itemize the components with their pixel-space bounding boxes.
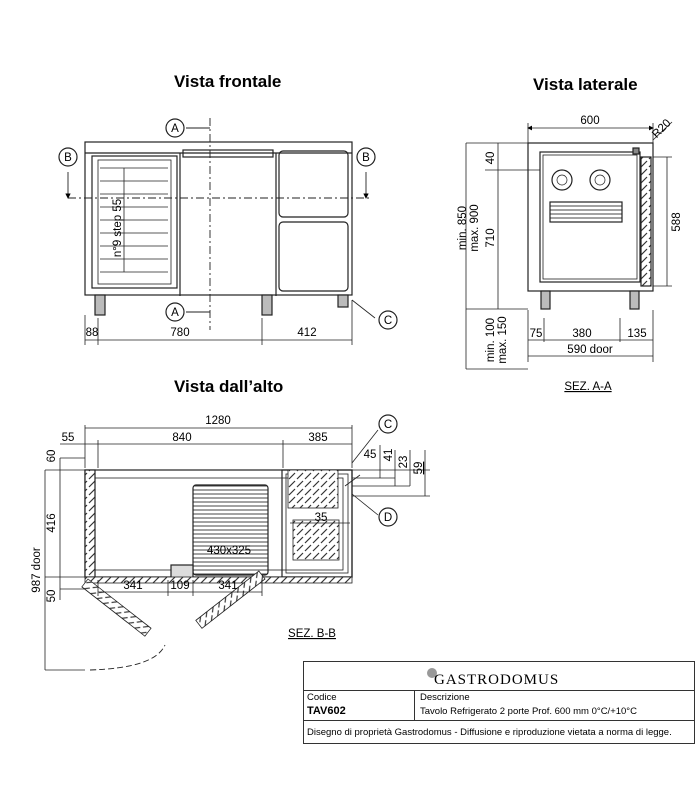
dim-side-380: 380 [572,328,591,340]
front-view-title: Vista frontale [174,72,282,91]
description-label: Descrizione [420,692,470,703]
dim-top-840: 840 [172,432,191,444]
drawer-bottom [278,221,349,292]
section-a-label-bottom: A [171,307,179,319]
dim-top-987-door: 987 door [31,547,43,593]
side-view [465,121,673,370]
description-value: Tavolo Refrigerato 2 porte Prof. 600 mm … [420,706,637,717]
side-view-title: Vista laterale [533,75,638,94]
section-b-b-label: SEZ. B-B [288,628,336,640]
dim-top-59: 59 [413,462,425,475]
dim-top-45: 45 [364,449,377,461]
top-view-title: Vista dall’alto [174,377,284,396]
dim-side-min-100: min. 100 [485,318,497,362]
dim-side-135: 135 [627,328,646,340]
dim-side-min-850: min. 850 [457,206,469,250]
section-b-label-left: B [64,152,72,164]
dim-top-41: 41 [383,449,395,462]
dim-side-588: 588 [671,212,683,231]
dim-side-590-door: 590 door [567,344,613,356]
section-a-a-label: SEZ. A-A [564,381,612,393]
section-b-right-marker: B [356,147,376,167]
marker-c-top-label: C [384,419,392,431]
dim-top-341-left: 341 [123,580,142,592]
section-b-left-marker: B [58,147,78,167]
dim-top-60: 60 [46,450,58,463]
dim-top-109: 109 [170,580,189,592]
brand-logo-icon [427,668,437,678]
dim-top-385: 385 [308,432,327,444]
dim-front-780: 780 [170,327,189,339]
front-door-left [91,155,178,289]
dim-front-88: 88 [86,327,99,339]
code-cell: Codice TAV602 [304,690,415,721]
marker-c-top: C [378,414,398,434]
dim-top-50: 50 [46,590,58,603]
marker-c-front: C [378,310,398,330]
dim-side-max-900: max. 900 [469,204,481,251]
dim-top-23: 23 [398,456,410,469]
disclaimer-text: Disegno di proprietà Gastrodomus - Diffu… [307,727,672,738]
dim-side-r20: R20 [650,117,673,140]
brand-name: GASTRODOMUS [434,672,560,688]
code-label: Codice [307,692,337,703]
side-cabinet-outline [527,142,654,292]
section-b-label-right: B [362,152,370,164]
dim-front-412: 412 [297,327,316,339]
dim-side-710: 710 [485,228,497,247]
dim-top-341-right: 341 [218,580,237,592]
grid-shelf [192,484,269,576]
marker-d-top-label: D [384,512,392,524]
top-view [44,425,430,671]
section-a-bottom-marker: A [165,302,185,322]
title-block: GASTRODOMUS Codice TAV602 Descrizione Ta… [303,661,695,744]
dim-side-600: 600 [580,115,599,127]
section-a-label-top: A [171,123,179,135]
marker-c-front-label: C [384,315,392,327]
dim-top-416: 416 [46,513,58,532]
drawer-top [278,150,349,218]
front-cabinet-outline [84,141,353,296]
dim-top-35: 35 [315,512,328,524]
shelf-size-label: 430x325 [207,545,251,557]
dim-top-55: 55 [62,432,75,444]
front-view [65,118,376,345]
code-value: TAV602 [307,705,346,717]
description-cell: Descrizione Tavolo Refrigerato 2 porte P… [415,690,694,721]
dim-side-max-150: max. 150 [497,316,509,363]
marker-d-top: D [378,507,398,527]
brand-row: GASTRODOMUS [304,662,694,691]
dim-side-40: 40 [485,152,497,165]
dim-side-75: 75 [530,328,543,340]
dim-top-1280: 1280 [205,415,231,427]
disclaimer-row: Disegno di proprietà Gastrodomus - Diffu… [304,721,694,743]
shelf-step-label: n°9 step 55 [112,199,124,257]
section-a-top-marker: A [165,118,185,138]
